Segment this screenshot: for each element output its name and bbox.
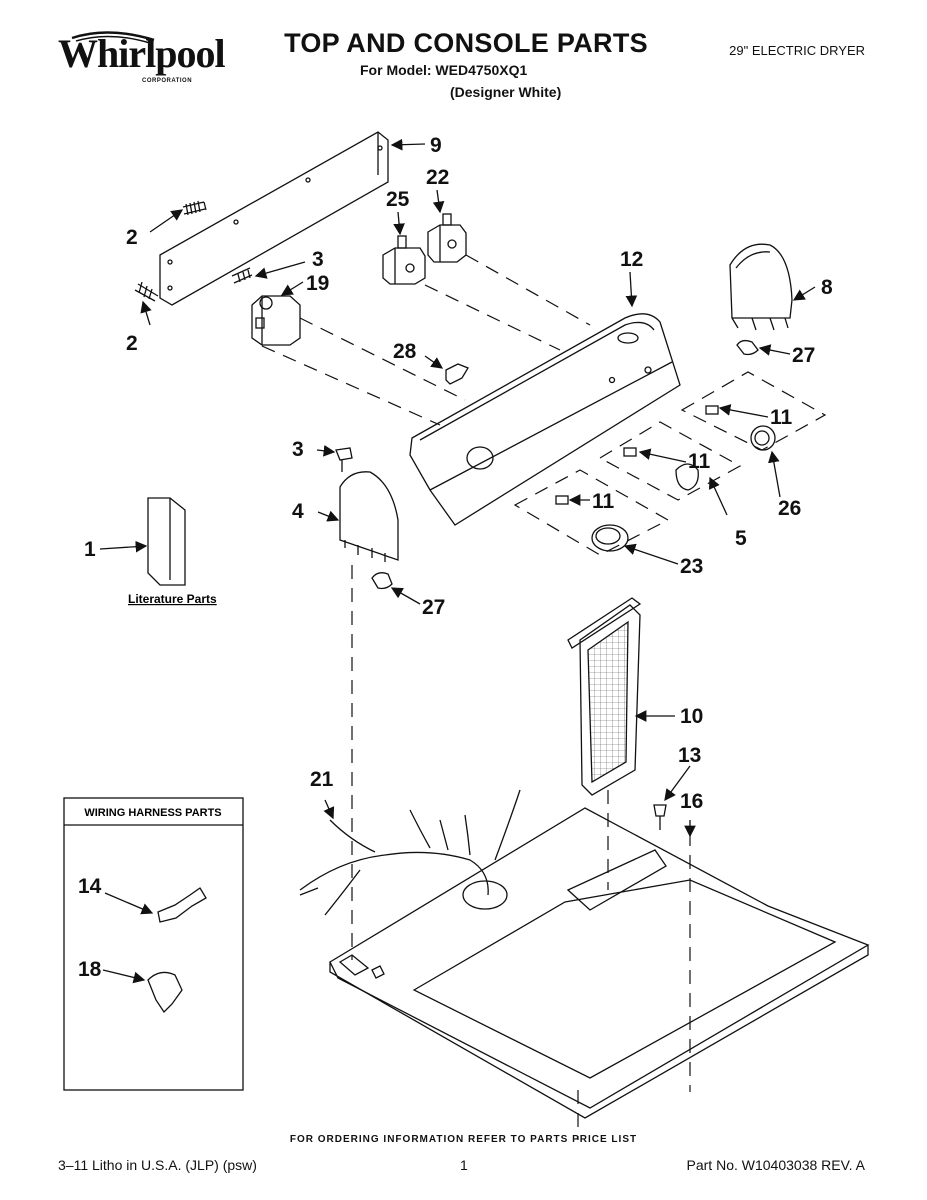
callout-8: 8: [821, 276, 833, 299]
callout-2-top: 2: [126, 226, 138, 249]
console: [409, 313, 681, 526]
end-cap-left: [339, 471, 399, 562]
terminal-14: [157, 887, 207, 923]
callout-23: 23: [680, 555, 703, 578]
callout-2-bottom: 2: [126, 332, 138, 355]
callout-22: 22: [426, 166, 449, 189]
switch-22: [427, 213, 467, 263]
callout-10: 10: [680, 705, 703, 728]
callout-11-right: 11: [770, 406, 793, 429]
callout-9: 9: [430, 134, 442, 157]
screw-icon: [134, 200, 253, 302]
ordering-notice: FOR ORDERING INFORMATION REFER TO PARTS …: [289, 1134, 638, 1145]
brand-name: Whirlpool: [58, 31, 226, 76]
knob-insert: [555, 495, 569, 505]
callout-14: 14: [78, 875, 102, 898]
callout-3-top: 3: [312, 248, 324, 271]
timer: [251, 295, 301, 346]
callout-25: 25: [386, 188, 410, 211]
callout-26: 26: [778, 497, 801, 520]
litho-info: 3–11 Litho in U.S.A. (JLP) (psw): [58, 1157, 257, 1173]
callout-27-right: 27: [792, 344, 815, 367]
lint-screen: [567, 597, 642, 796]
callout-1: 1: [84, 538, 96, 561]
wiring-harness-parts-box: WIRING HARNESS PARTS: [63, 797, 244, 1091]
page-title: TOP AND CONSOLE PARTS: [284, 28, 648, 58]
wiring-harness: [299, 789, 521, 916]
brand-sub: CORPORATION: [142, 78, 193, 84]
literature-parts-label: Literature Parts: [128, 592, 217, 606]
callout-11-middle: 11: [688, 450, 711, 473]
clip-18: [147, 971, 183, 1014]
wiring-box-title: WIRING HARNESS PARTS: [84, 807, 221, 819]
callout-28: 28: [393, 340, 417, 363]
clip-27-left: [371, 572, 393, 590]
callout-19: 19: [306, 272, 329, 295]
dryer-top-panel: [329, 807, 870, 1119]
clip-27-right: [736, 339, 759, 356]
knob-insert: [623, 447, 637, 457]
screw-3: [335, 447, 353, 472]
part-number: Part No. W10403038 REV. A: [686, 1157, 865, 1173]
callout-4: 4: [292, 500, 304, 523]
knob-23: [591, 524, 629, 552]
callout-21: 21: [310, 768, 334, 791]
switch-25: [382, 235, 426, 285]
model-number: For Model: WED4750XQ1: [360, 62, 528, 78]
callout-3-bottom: 3: [292, 438, 304, 461]
literature-pack: [147, 497, 186, 586]
whirlpool-logo: Whirlpool CORPORATION: [58, 28, 226, 86]
callout-13: 13: [678, 744, 701, 767]
product-type: 29" ELECTRIC DRYER: [729, 43, 865, 58]
model-variant: (Designer White): [450, 84, 562, 100]
callout-18: 18: [78, 958, 102, 981]
callout-27-left: 27: [422, 596, 445, 619]
callout-12: 12: [620, 248, 643, 271]
page-number: 1: [460, 1157, 468, 1173]
logo-swirl-icon: [71, 31, 155, 44]
screw-13: [653, 804, 667, 830]
console-back-panel: [159, 131, 389, 306]
callout-5: 5: [735, 527, 747, 550]
knob-insert: [705, 405, 719, 415]
knob-11: [675, 463, 699, 491]
clip-28: [445, 363, 469, 385]
callout-11-left: 11: [592, 490, 615, 513]
callout-16: 16: [680, 790, 703, 813]
end-cap-right: [729, 243, 793, 331]
knob-26: [750, 425, 776, 451]
